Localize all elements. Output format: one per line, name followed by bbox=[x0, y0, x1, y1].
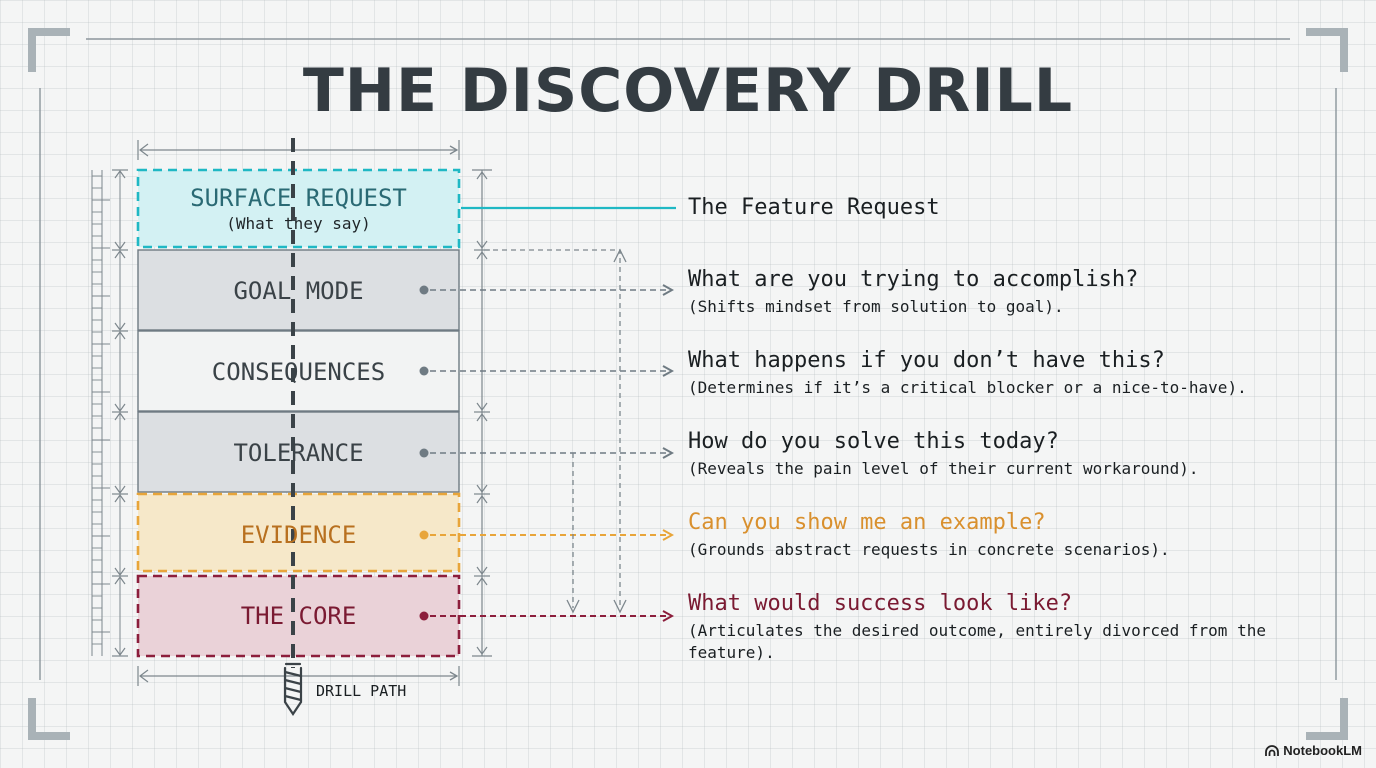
layer-stack bbox=[136, 168, 461, 658]
layer-box-surface-request bbox=[136, 168, 461, 249]
layer-label-the-core: THE CORE bbox=[240, 602, 357, 630]
side-arrows bbox=[484, 248, 627, 614]
drill-bit-icon bbox=[283, 662, 303, 716]
note-goal: (Shifts mindset from solution to goal). bbox=[688, 297, 1064, 316]
question-goal: What are you trying to accomplish? bbox=[688, 267, 1139, 292]
note-evidence: (Grounds abstract requests in concrete s… bbox=[688, 540, 1170, 559]
layer-title: SURFACE REQUEST bbox=[190, 184, 407, 212]
connector-dot bbox=[419, 530, 429, 540]
layer-label-consequences: CONSEQUENCES bbox=[211, 358, 386, 386]
connector-lines bbox=[419, 206, 676, 621]
layer-label-tolerance: TOLERANCE bbox=[233, 439, 364, 467]
layer-box-the-core bbox=[136, 574, 461, 658]
note-core: (Articulates the desired outcome, entire… bbox=[688, 621, 1266, 662]
question-evidence: Can you show me an example? bbox=[688, 510, 1046, 535]
drill-path-label: DRILL PATH bbox=[316, 682, 407, 700]
note-consequences: (Determines if it’s a critical blocker o… bbox=[688, 378, 1247, 397]
brand-mark: NotebookLM bbox=[1265, 743, 1362, 758]
note-tolerance: (Reveals the pain level of their current… bbox=[688, 459, 1199, 478]
connector-dot bbox=[419, 285, 429, 295]
question-core: What would success look like? bbox=[688, 591, 1073, 616]
layer-label-evidence: EVIDENCE bbox=[240, 521, 357, 549]
notebooklm-logo-icon bbox=[1265, 744, 1280, 756]
right-dimension bbox=[472, 169, 492, 657]
layer-box-goal-mode bbox=[137, 249, 460, 331]
corner-brackets bbox=[28, 28, 1348, 740]
connector-dot bbox=[419, 611, 429, 621]
frame bbox=[39, 38, 1337, 680]
layer-box-tolerance bbox=[137, 411, 460, 493]
connector-dot bbox=[419, 448, 429, 458]
left-ruler bbox=[91, 169, 128, 657]
layer-label-goal-mode: GOAL MODE bbox=[233, 277, 364, 305]
layer-label-surface-request: SURFACE REQUEST (What they say) bbox=[138, 184, 459, 233]
question-feature-request: The Feature Request bbox=[688, 195, 940, 220]
question-consequences: What happens if you don’t have this? bbox=[688, 348, 1165, 373]
brand-name: NotebookLM bbox=[1283, 743, 1362, 758]
layer-box-evidence bbox=[136, 492, 461, 573]
connector-dot bbox=[419, 366, 429, 376]
layer-box-consequences bbox=[137, 330, 460, 412]
layer-subtitle: (What they say) bbox=[226, 214, 371, 233]
question-tolerance: How do you solve this today? bbox=[688, 429, 1059, 454]
page-title: THE DISCOVERY DRILL bbox=[302, 56, 1074, 126]
